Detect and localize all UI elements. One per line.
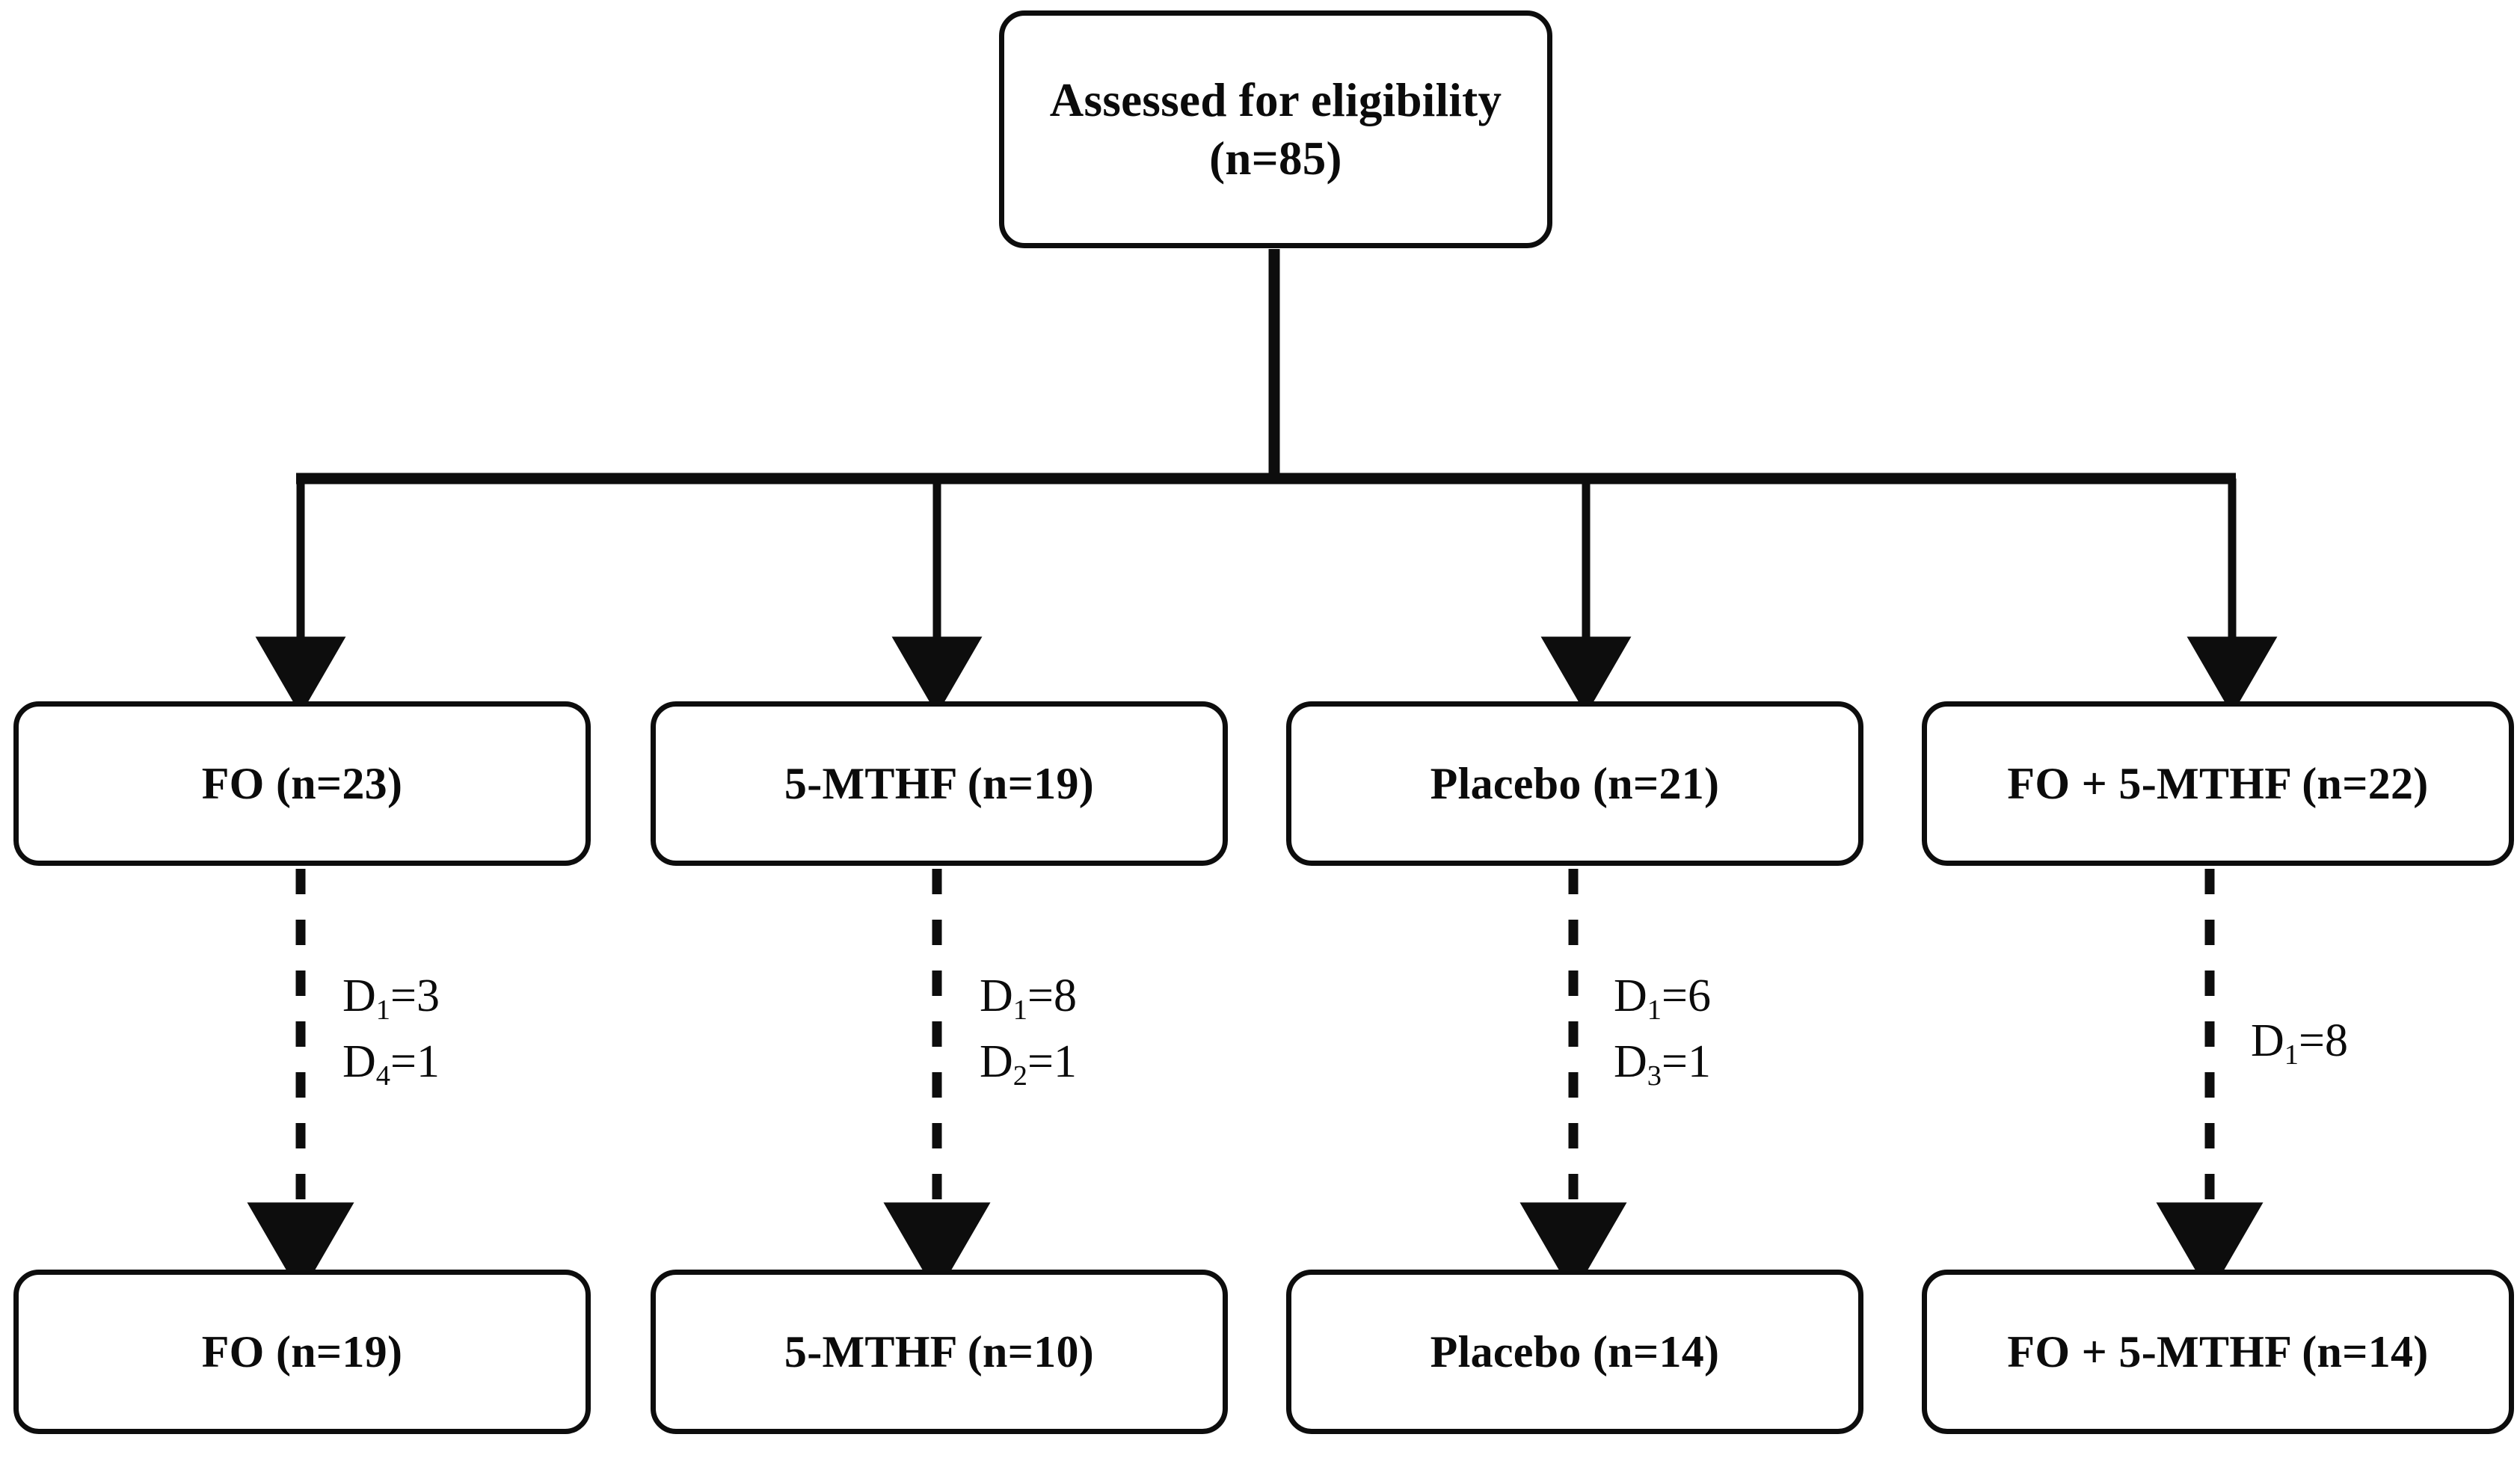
dropout-subscript: 1 xyxy=(2284,1039,2299,1071)
dropout-line: D1=8 xyxy=(980,971,1077,1026)
dropout-note-combo: D1=8 xyxy=(2251,1008,2348,1074)
node-mthf-allocation: 5-MTHF (n=19) xyxy=(651,701,1228,866)
node-assessed-line1: Assessed for eligibility xyxy=(1049,73,1502,126)
node-mthf-analysis-label: 5-MTHF (n=10) xyxy=(784,1326,1095,1377)
node-fo-allocation-label: FO (n=23) xyxy=(201,758,403,808)
node-fo-analysis-label: FO (n=19) xyxy=(201,1326,403,1377)
dropout-note-fo: D1=3 D4=1 xyxy=(342,963,440,1095)
dropout-value: 1 xyxy=(1053,1036,1077,1088)
node-placebo-allocation: Placebo (n=21) xyxy=(1286,701,1863,866)
node-combo-allocation-label: FO + 5-MTHF (n=22) xyxy=(2007,758,2429,808)
dropout-value: 8 xyxy=(1053,971,1077,1021)
dropout-subscript: 1 xyxy=(1647,994,1662,1026)
dropout-note-placebo: D1=6 D3=1 xyxy=(1614,963,1711,1095)
dropout-line: D2=1 xyxy=(980,1036,1077,1092)
dropout-code: D xyxy=(1614,971,1647,1021)
dropout-line: D1=3 xyxy=(342,971,440,1026)
dropout-subscript: 1 xyxy=(375,994,390,1026)
allocation-arrows xyxy=(255,479,2278,715)
dropout-code: D xyxy=(2251,1015,2284,1066)
dropout-value: 1 xyxy=(1687,1036,1711,1088)
dropout-arrows xyxy=(247,869,2264,1295)
dropout-line: D4=1 xyxy=(342,1036,440,1092)
node-assessed-for-eligibility: Assessed for eligibility (n=85) xyxy=(999,10,1552,248)
node-combo-analysis: FO + 5-MTHF (n=14) xyxy=(1922,1270,2514,1434)
node-mthf-analysis: 5-MTHF (n=10) xyxy=(651,1270,1228,1434)
dropout-line: D1=8 xyxy=(2251,1015,2348,1071)
node-placebo-analysis: Placebo (n=14) xyxy=(1286,1270,1863,1434)
dropout-code: D xyxy=(980,1036,1013,1088)
node-combo-allocation: FO + 5-MTHF (n=22) xyxy=(1922,701,2514,866)
dropout-subscript: 1 xyxy=(1012,994,1027,1026)
dropout-value: 1 xyxy=(416,1036,440,1088)
node-assessed-line2: (n=85) xyxy=(1209,132,1342,185)
dropout-value: 3 xyxy=(416,971,440,1021)
dropout-code: D xyxy=(342,1036,376,1088)
dropout-line: D1=6 xyxy=(1614,971,1711,1026)
dropout-code: D xyxy=(1614,1036,1647,1088)
dropout-note-mthf: D1=8 D2=1 xyxy=(980,963,1077,1095)
node-fo-allocation: FO (n=23) xyxy=(13,701,591,866)
dropout-subscript: 3 xyxy=(1647,1059,1662,1092)
node-placebo-allocation-label: Placebo (n=21) xyxy=(1430,758,1720,808)
trunk-connector xyxy=(296,249,2236,485)
dropout-value: 8 xyxy=(2324,1015,2348,1066)
dropout-subscript: 2 xyxy=(1012,1059,1027,1092)
node-combo-analysis-label: FO + 5-MTHF (n=14) xyxy=(2007,1326,2429,1377)
node-placebo-analysis-label: Placebo (n=14) xyxy=(1430,1326,1720,1377)
dropout-value: 6 xyxy=(1687,971,1711,1021)
dropout-subscript: 4 xyxy=(375,1059,390,1092)
node-fo-analysis: FO (n=19) xyxy=(13,1270,591,1434)
dropout-line: D3=1 xyxy=(1614,1036,1711,1092)
dropout-code: D xyxy=(342,971,376,1021)
node-mthf-allocation-label: 5-MTHF (n=19) xyxy=(784,758,1095,808)
dropout-code: D xyxy=(980,971,1013,1021)
